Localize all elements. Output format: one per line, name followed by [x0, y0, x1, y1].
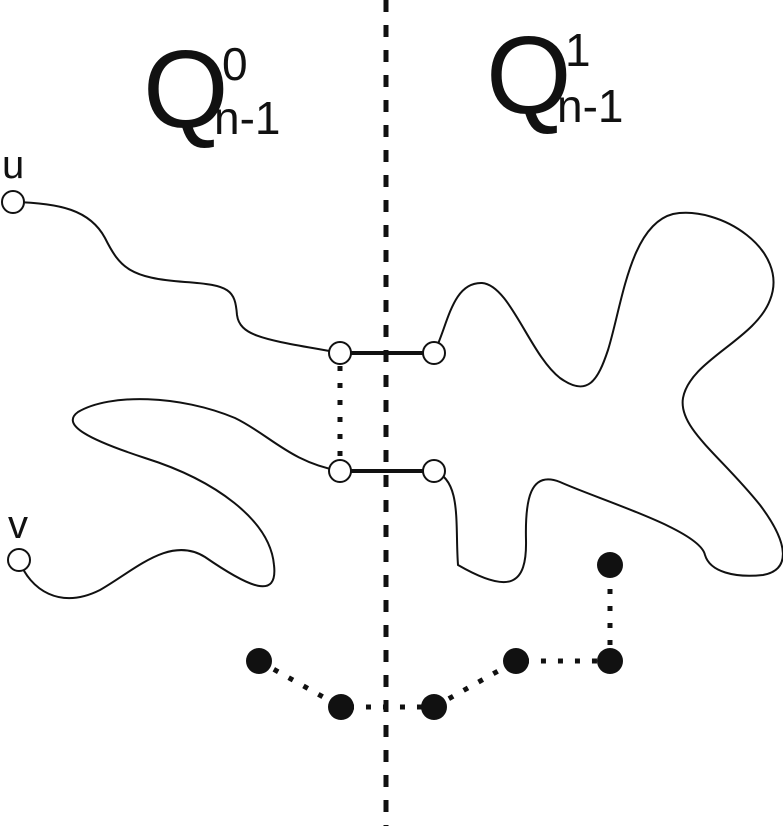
crossing-node-lower-left [328, 459, 352, 483]
right-subcube-label-subscript: n-1 [557, 80, 623, 132]
right-subcube-label-superscript: 1 [565, 24, 591, 76]
crossing-node-upper-right [422, 341, 446, 365]
filled-node-6 [597, 552, 623, 578]
path-curve-crossing-to-v [18, 398, 341, 600]
vertex-v-node [7, 548, 31, 572]
filled-node-1 [246, 648, 272, 674]
filled-node-5 [597, 648, 623, 674]
left-subcube-label-subscript: n-1 [214, 92, 280, 144]
right-subcube-label-main: Q [486, 14, 572, 137]
filled-node-4 [503, 648, 529, 674]
filled-node-3 [421, 694, 447, 720]
vertex-u-label: u [2, 143, 24, 187]
crossing-node-upper-left [328, 341, 352, 365]
left-subcube-label: Q 0 n-1 [143, 28, 280, 151]
dotted-path-bottom [257, 565, 613, 710]
vertex-u-node [1, 190, 25, 214]
path-curve-right-subcube [433, 211, 783, 584]
left-subcube-label-superscript: 0 [222, 38, 248, 90]
crossing-node-lower-right [422, 459, 446, 483]
right-subcube-label: Q 1 n-1 [486, 14, 623, 137]
path-curve-u-to-crossing [12, 201, 341, 354]
filled-node-2 [328, 694, 354, 720]
left-subcube-label-main: Q [143, 28, 229, 151]
vertex-v-label: v [8, 503, 28, 547]
